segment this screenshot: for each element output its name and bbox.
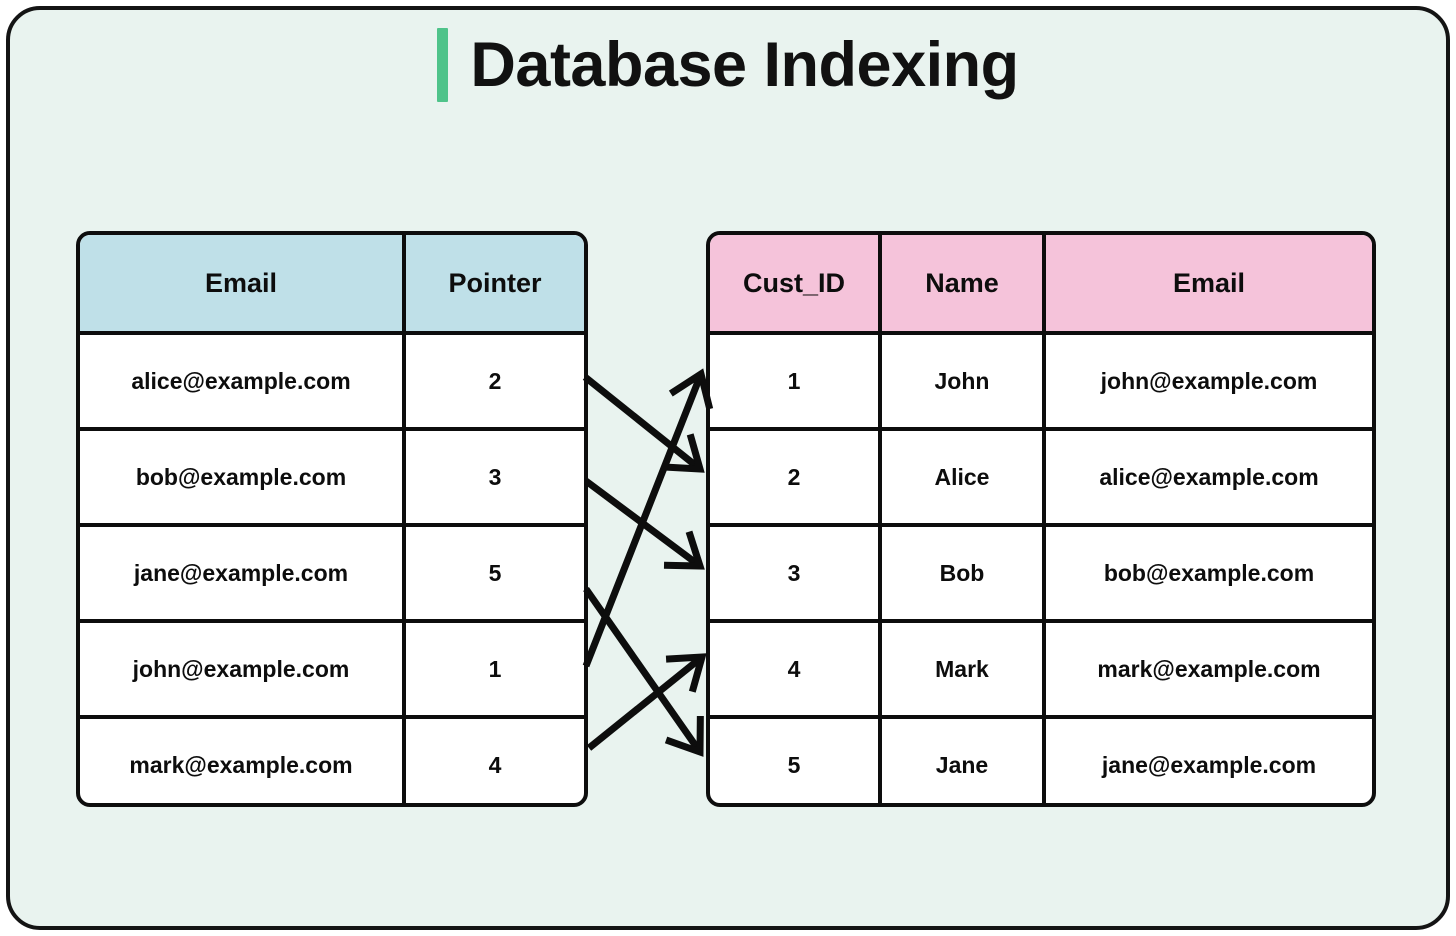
customer-table-row[interactable]: 4 Mark mark@example.com [710,619,1372,715]
index-email-cell: mark@example.com [129,751,353,778]
index-email-cell: alice@example.com [131,367,351,394]
customer-email-cell: bob@example.com [1042,527,1372,619]
customer-id-cell: 5 [787,751,801,778]
customer-email-cell: alice@example.com [1042,431,1372,523]
index-table-row[interactable]: bob@example.com 3 [80,427,584,523]
customer-name-cell: Bob [878,527,1042,619]
index-pointer-cell: 3 [402,431,584,523]
column-header-email: Email [80,235,402,331]
index-table-row[interactable]: john@example.com 1 [80,619,584,715]
customer-table-row[interactable]: 5 Jane jane@example.com [710,715,1372,803]
customer-id-cell: 1 [787,367,801,394]
customer-id-cell: 4 [787,655,801,682]
title-accent-bar [437,28,449,102]
customer-table-row[interactable]: 2 Alice alice@example.com [710,427,1372,523]
index-pointer-cell: 5 [402,527,584,619]
column-header-pointer: Pointer [402,235,584,331]
customer-name-cell: Alice [878,431,1042,523]
customer-table-header-row: Cust_ID Name Email [710,235,1372,331]
customer-table-row[interactable]: 3 Bob bob@example.com [710,523,1372,619]
index-email-cell: john@example.com [132,655,350,682]
index-pointer-cell: 1 [402,623,584,715]
customer-id-cell: 2 [787,463,801,490]
customer-name-cell: Jane [878,719,1042,803]
customer-table-row[interactable]: 1 John john@example.com [710,331,1372,427]
customer-table: Cust_ID Name Email 1 John john@example.c… [706,231,1376,807]
customer-name-cell: Mark [878,623,1042,715]
column-header-cust-id: Cust_ID [710,235,878,331]
customer-email-cell: mark@example.com [1042,623,1372,715]
customer-id-cell: 3 [787,559,801,586]
index-table: Email Pointer alice@example.com 2 bob@ex… [76,231,588,807]
index-email-cell: jane@example.com [133,559,349,586]
customer-email-cell: john@example.com [1042,335,1372,427]
page-title: Database Indexing [0,28,1456,102]
index-table-row[interactable]: mark@example.com 4 [80,715,584,803]
page-title-text: Database Indexing [470,29,1019,100]
customer-name-cell: John [878,335,1042,427]
customer-email-cell: jane@example.com [1042,719,1372,803]
index-pointer-cell: 4 [402,719,584,803]
index-table-header-row: Email Pointer [80,235,584,331]
column-header-email: Email [1042,235,1372,331]
index-email-cell: bob@example.com [135,463,347,490]
index-pointer-cell: 2 [402,335,584,427]
index-table-row[interactable]: alice@example.com 2 [80,331,584,427]
index-table-row[interactable]: jane@example.com 5 [80,523,584,619]
column-header-name: Name [878,235,1042,331]
